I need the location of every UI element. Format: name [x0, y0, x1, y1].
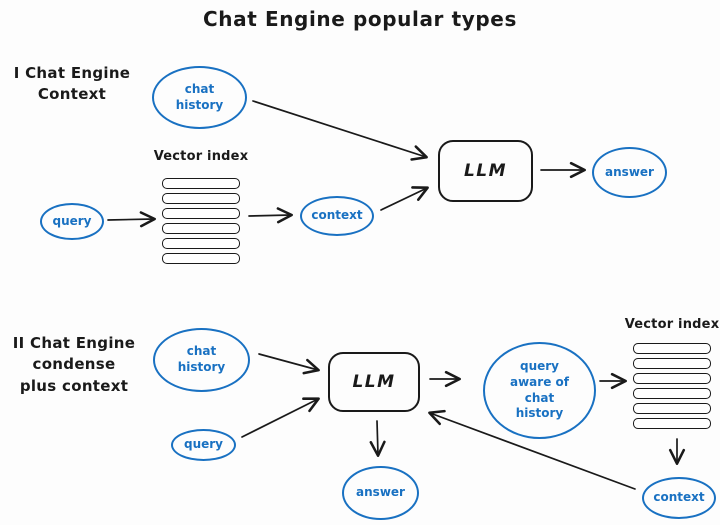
- node-context-2: context: [642, 477, 716, 519]
- vector-index-row: [162, 238, 240, 249]
- vector-index-row: [633, 358, 711, 369]
- node-label: context: [311, 208, 363, 223]
- section1-heading: I Chat Engine Context: [13, 64, 131, 104]
- vector-index-row: [162, 223, 240, 234]
- node-chat-history-2: chat history: [153, 328, 250, 392]
- node-label: answer: [605, 164, 654, 179]
- node-chat-history-1: chat history: [152, 66, 247, 129]
- arrow-llm2-to-answer2: [369, 420, 386, 457]
- arrow-context2-to-llm2: [428, 409, 636, 490]
- vector-index-row: [162, 178, 240, 189]
- section2-heading: II Chat Engine condense plus context: [12, 334, 136, 395]
- vector-index1-label: Vector index: [153, 149, 249, 164]
- node-label: context: [653, 490, 705, 505]
- node-label: query: [52, 213, 92, 228]
- vector-index-row: [633, 418, 711, 429]
- vector-index-row: [633, 388, 711, 399]
- node-label: LLM: [463, 161, 508, 181]
- arrow-context1-to-llm1: [380, 186, 429, 211]
- vector-index-row: [162, 208, 240, 219]
- vector-index-row: [633, 343, 711, 354]
- arrow-chat-history2-to-llm2: [258, 353, 320, 375]
- arrow-vector-index1-to-context1: [248, 207, 293, 224]
- node-query-aware-of-chat-history: query aware of chat history: [483, 342, 596, 439]
- node-label: query aware of chat history: [510, 359, 569, 421]
- node-answer-2: answer: [342, 466, 419, 520]
- node-llm-2: LLM: [328, 352, 420, 412]
- vector-index-row: [633, 403, 711, 414]
- node-llm-1: LLM: [438, 140, 533, 202]
- node-answer-1: answer: [592, 147, 667, 198]
- node-label: LLM: [352, 372, 396, 392]
- arrow-query2-to-llm2: [241, 397, 320, 438]
- vector-index-stack-2: [633, 343, 711, 429]
- vector-index-row: [162, 253, 240, 264]
- node-label: answer: [356, 485, 405, 500]
- vector-index-row: [162, 193, 240, 204]
- vector-index-stack-1: [162, 178, 240, 264]
- node-query-1: query: [40, 203, 104, 240]
- node-context-1: context: [300, 196, 374, 236]
- diagram-title: Chat Engine popular types: [203, 7, 517, 31]
- arrow-chat-history1-to-llm1: [252, 100, 428, 161]
- node-label: chat history: [177, 344, 226, 374]
- node-label: chat history: [175, 81, 224, 112]
- vector-index2-label: Vector index: [624, 317, 720, 332]
- node-query-2: query: [171, 429, 236, 461]
- node-label: query: [183, 437, 223, 452]
- arrow-query1-to-vector-index1: [107, 211, 156, 228]
- vector-index-row: [633, 373, 711, 384]
